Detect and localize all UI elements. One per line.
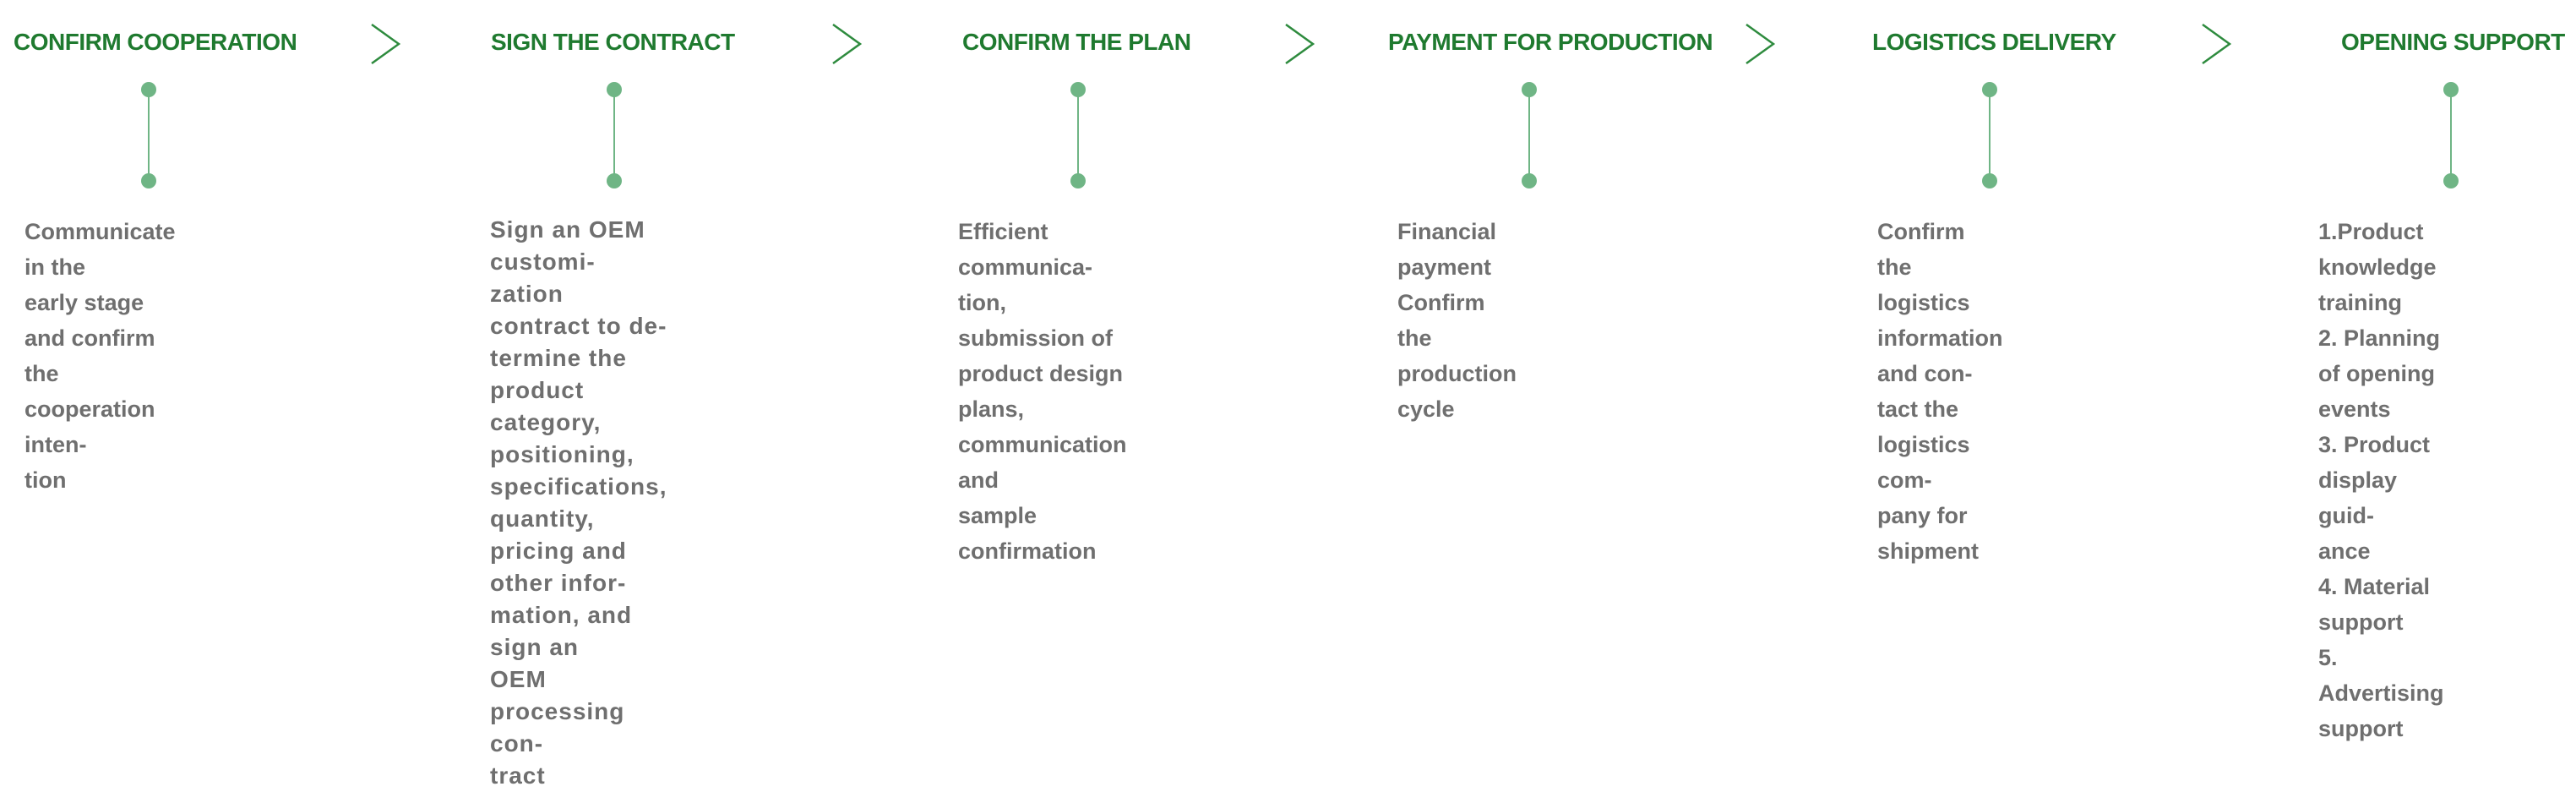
description-line: early stage and confirm (25, 290, 155, 351)
description-line: cycle (1397, 396, 1455, 422)
step-description: Financial payment Confirm the production… (1397, 214, 1517, 427)
description-line: sample confirmation (958, 503, 1097, 564)
description-line: tion (25, 467, 67, 493)
description-line: specifications, quantity, (490, 473, 667, 532)
connector-line (1528, 90, 1530, 181)
chevron-right-icon (830, 22, 863, 66)
step-connector (1070, 82, 1086, 188)
description-line: category, positioning, (490, 409, 634, 467)
description-line: Sign an OEM customi- (490, 216, 645, 275)
description-line: tact the logistics com- (1877, 396, 1970, 493)
description-line: pricing and other infor- (490, 538, 627, 596)
description-line: 2. Planning of opening (2318, 325, 2441, 386)
description-line: termine the product (490, 345, 627, 403)
description-line: 1.Product knowledge (2318, 219, 2437, 280)
connector-line (1989, 90, 1991, 181)
description-line: Financial payment (1397, 219, 1497, 280)
step-connector (607, 82, 622, 188)
step-title: CONFIRM COOPERATION (14, 29, 297, 55)
connector-line (1077, 90, 1079, 181)
step-title: LOGISTICS DELIVERY (1872, 29, 2116, 55)
connector-line (2450, 90, 2452, 181)
description-line: 3. Product display guid- (2318, 432, 2431, 528)
description-line: tion, submission of (958, 290, 1114, 351)
step-connector (1522, 82, 1537, 188)
description-line: product design plans, (958, 361, 1123, 422)
step-connector (141, 82, 156, 188)
chevron-right-icon (368, 22, 402, 66)
description-line: training (2318, 290, 2402, 315)
connector-dot-bottom (1522, 173, 1537, 188)
description-line: Communicate in the (25, 219, 176, 280)
description-line: zation contract to de- (490, 281, 667, 339)
connector-dot-bottom (607, 173, 622, 188)
description-line: events (2318, 396, 2391, 422)
chevron-right-icon (1743, 22, 1777, 66)
step-description: Confirm the logistics information and co… (1877, 214, 2003, 569)
step-connector (1982, 82, 1997, 188)
connector-dot-bottom (141, 173, 156, 188)
connector-line (613, 90, 615, 181)
description-line: ance (2318, 538, 2371, 564)
description-line: OEM processing con- (490, 666, 625, 756)
description-line: Confirm the production (1397, 290, 1517, 386)
description-line: communication and (958, 432, 1127, 493)
description-line: tract (490, 762, 546, 789)
connector-dot-top (1522, 82, 1537, 97)
description-line: pany for shipment (1877, 503, 1980, 564)
step-title: PAYMENT FOR PRODUCTION (1388, 29, 1713, 55)
connector-dot-top (607, 82, 622, 97)
description-line: the cooperation inten- (25, 361, 155, 457)
step-description: 1.Product knowledge training 2. Planning… (2318, 214, 2444, 746)
connector-dot-bottom (1070, 173, 1086, 188)
connector-line (148, 90, 150, 181)
description-line: information and con- (1877, 325, 2003, 386)
step-title: SIGN THE CONTRACT (491, 29, 735, 55)
connector-dot-bottom (1982, 173, 1997, 188)
step-title: CONFIRM THE PLAN (962, 29, 1191, 55)
step-title: OPENING SUPPORT (2341, 29, 2565, 55)
step-description: Efficient communica- tion, submission of… (958, 214, 1127, 569)
description-line: mation, and sign an (490, 602, 633, 660)
chevron-right-icon (1283, 22, 1316, 66)
description-line: 4. Material support (2318, 574, 2431, 635)
connector-dot-top (1982, 82, 1997, 97)
step-description: Communicate in the early stage and confi… (25, 214, 176, 498)
step-description: Sign an OEM customi- zation contract to … (490, 214, 667, 792)
connector-dot-bottom (2443, 173, 2459, 188)
connector-dot-top (1070, 82, 1086, 97)
chevron-right-icon (2199, 22, 2233, 66)
description-line: 5. Advertising support (2318, 645, 2444, 741)
step-connector (2443, 82, 2459, 188)
description-line: Efficient communica- (958, 219, 1093, 280)
connector-dot-top (2443, 82, 2459, 97)
connector-dot-top (141, 82, 156, 97)
description-line: Confirm the logistics (1877, 219, 1970, 315)
